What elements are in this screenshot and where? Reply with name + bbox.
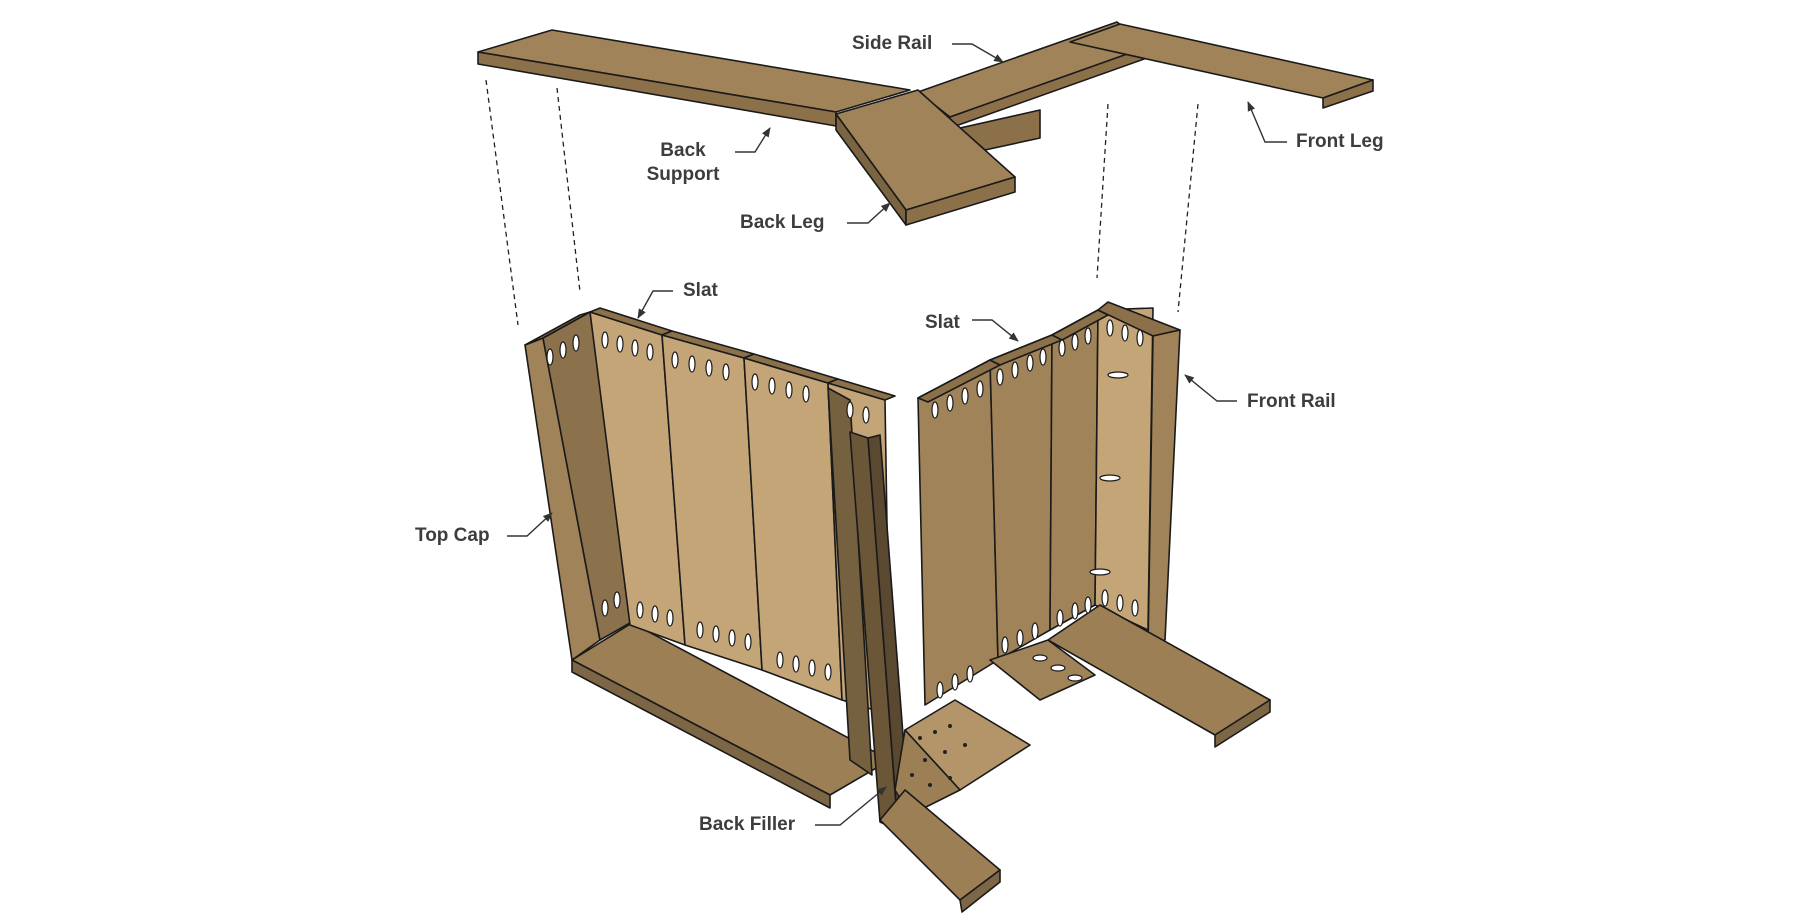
back-filler-board bbox=[827, 387, 911, 831]
alignment-lines bbox=[485, 79, 1199, 326]
label-back-filler: Back Filler bbox=[699, 814, 796, 835]
leader-back-support bbox=[735, 127, 771, 153]
label-back-leg: Back Leg bbox=[740, 212, 825, 233]
front-rail-board bbox=[1147, 329, 1181, 649]
leader-top-cap bbox=[507, 512, 553, 537]
label-front-rail: Front Rail bbox=[1247, 391, 1336, 412]
leader-slat-right bbox=[972, 319, 1019, 342]
pocket-holes bbox=[546, 319, 1144, 699]
leader-side-rail bbox=[952, 43, 1004, 63]
slat-top-edges bbox=[524, 307, 896, 401]
right-base-board bbox=[989, 604, 1271, 748]
label-slat-right: Slat bbox=[925, 312, 960, 333]
label-side-rail: Side Rail bbox=[852, 33, 933, 54]
back-leg-board bbox=[835, 89, 1016, 226]
leader-back-filler bbox=[815, 786, 887, 826]
leader-slat-left bbox=[637, 290, 673, 319]
front-leg-board bbox=[1069, 23, 1374, 109]
top-assembly bbox=[477, 21, 1374, 226]
leader-back-leg bbox=[847, 202, 891, 224]
label-top-cap: Top Cap bbox=[415, 525, 490, 546]
screw-dots bbox=[910, 724, 967, 787]
label-back-support-line2: Support bbox=[646, 164, 720, 185]
leader-front-rail bbox=[1184, 374, 1237, 402]
leader-lines bbox=[507, 43, 1287, 826]
label-back-support: Back Support bbox=[638, 139, 728, 187]
label-slat-left: Slat bbox=[683, 280, 718, 301]
label-back-support-line1: Back bbox=[660, 140, 706, 161]
back-support-board bbox=[477, 29, 911, 127]
label-front-leg: Front Leg bbox=[1296, 131, 1384, 152]
corner-base-plate bbox=[879, 699, 1031, 913]
leader-front-leg bbox=[1247, 101, 1287, 143]
right-slat-top-edges bbox=[917, 301, 1181, 403]
bottom-assembly bbox=[524, 301, 1271, 913]
